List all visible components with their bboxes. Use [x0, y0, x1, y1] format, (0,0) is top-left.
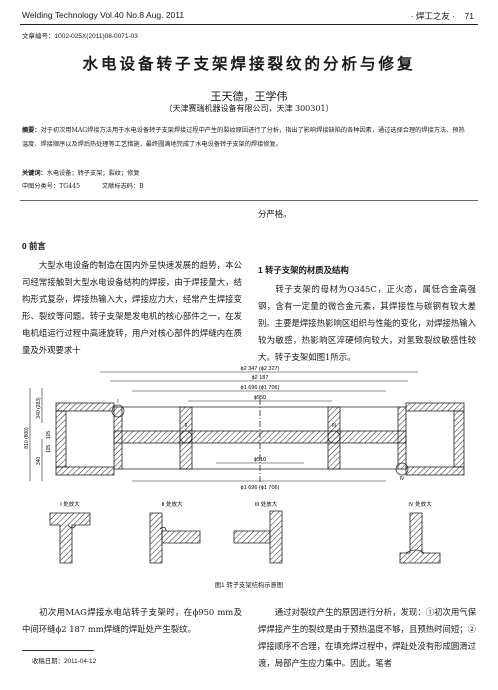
detail-label-II: II 处放大 — [161, 500, 183, 508]
page-number: 71 — [464, 11, 474, 21]
page-header-right: · 焊工之友 · 71 — [411, 10, 474, 22]
article-number: 文章编号：1002-025X(2011)08-0071-03 — [22, 33, 138, 40]
classification: 中图分类号：TG445 文献标志码：B — [22, 181, 166, 190]
section-heading-material: 1 转子支架的材质及结构 — [258, 265, 349, 275]
affiliation: （天津赛瑞机器设备有限公司，天津 300301） — [164, 104, 334, 113]
marker-I: I — [117, 399, 118, 405]
weld-detail-markers — [111, 404, 409, 476]
bottom-right-paragraph: 通过对裂纹产生的原因进行分析，发现：①初次用气保焊焊接产生的裂纹是由于预热温度不… — [258, 607, 476, 668]
detail-enlargements — [49, 510, 441, 564]
journal-header: Welding Technology Vol.40 No.8 Aug. 2011 — [22, 10, 185, 20]
abstract-label: 摘要： — [22, 127, 41, 134]
detail-label-IV: IV 处放大 — [408, 500, 432, 508]
keywords-label: 关键词： — [22, 170, 47, 177]
detail-label-I: I 处放大 — [60, 500, 80, 508]
authors: 王天德，王学伟 — [210, 90, 288, 103]
dim-height-upper: 340 (283) — [36, 397, 42, 419]
marker-III: III — [332, 423, 336, 429]
dim-height-mid: 105 — [46, 431, 52, 440]
figure-caption: 图1 转子支架结构示意图 — [214, 582, 284, 589]
header-rule — [20, 24, 478, 25]
abstract-separator — [20, 200, 478, 201]
dimension-lines — [29, 371, 418, 482]
keywords: 关键词：水电设备；转子支架；裂纹；修复 — [22, 168, 140, 177]
received-date: 收稿日期：2011-04-12 — [32, 658, 97, 665]
dim-1696-bottom: ϕ1 696 (ϕ1 706) — [241, 485, 280, 491]
dim-950: ϕ950 — [254, 395, 266, 401]
section-heading-intro: 0 前言 — [22, 241, 46, 251]
abstract-text: 对于初次用MAG焊接方法用于水电设备转子支架焊接过程中产生的裂纹原因进行了分析，… — [22, 127, 465, 148]
paper-title: 水电设备转子支架焊接裂纹的分析与修复 — [82, 54, 416, 73]
dim-1696: ϕ1 696 (ϕ1 706) — [241, 385, 280, 391]
abstract: 摘要：对于初次用MAG焊接方法用于水电设备转子支架焊接过程中产生的裂纹原因进行了… — [22, 124, 470, 152]
dim-height-lower: 340 — [36, 457, 42, 466]
keywords-text: 水电设备；转子支架；裂纹；修复 — [46, 170, 140, 177]
section-label: · 焊工之友 · — [410, 11, 456, 21]
dim-outer: ϕ2 347 (ϕ2 327) — [241, 366, 280, 372]
dim-height-mid2: 105 — [46, 445, 52, 454]
clc-number: 中图分类号：TG445 — [22, 183, 81, 190]
marker-IV: IV — [400, 476, 405, 482]
dim-mid: ϕ2 187 — [252, 375, 269, 381]
material-paragraph: 转子支架的母材为Q345C，正火态，属低合金高强钢，含有一定量的微合金元素，其焊… — [258, 284, 476, 362]
dim-height-total: 810 (800) — [24, 427, 30, 449]
footnote-rule — [22, 650, 94, 651]
intro-paragraph: 大型水电设备的制造在国内外呈快速发展的趋势，本公司经常接触到大型水电设备结构的焊… — [22, 260, 242, 355]
cross-section — [55, 399, 465, 483]
rotor-support-figure: ϕ2 347 (ϕ2 327) ϕ2 187 ϕ1 696 (ϕ1 706) ϕ… — [24, 366, 465, 564]
marker-II: II — [185, 423, 188, 429]
document-code: 文献标志码：B — [102, 183, 144, 190]
continued-text: 分严格。 — [258, 209, 292, 219]
bottom-left-paragraph: 初次用MAG焊接水电站转子支架时，在ϕ950 mm及中间环缝ϕ2 187 mm焊… — [22, 607, 242, 634]
detail-label-III: III 处放大 — [255, 500, 278, 508]
